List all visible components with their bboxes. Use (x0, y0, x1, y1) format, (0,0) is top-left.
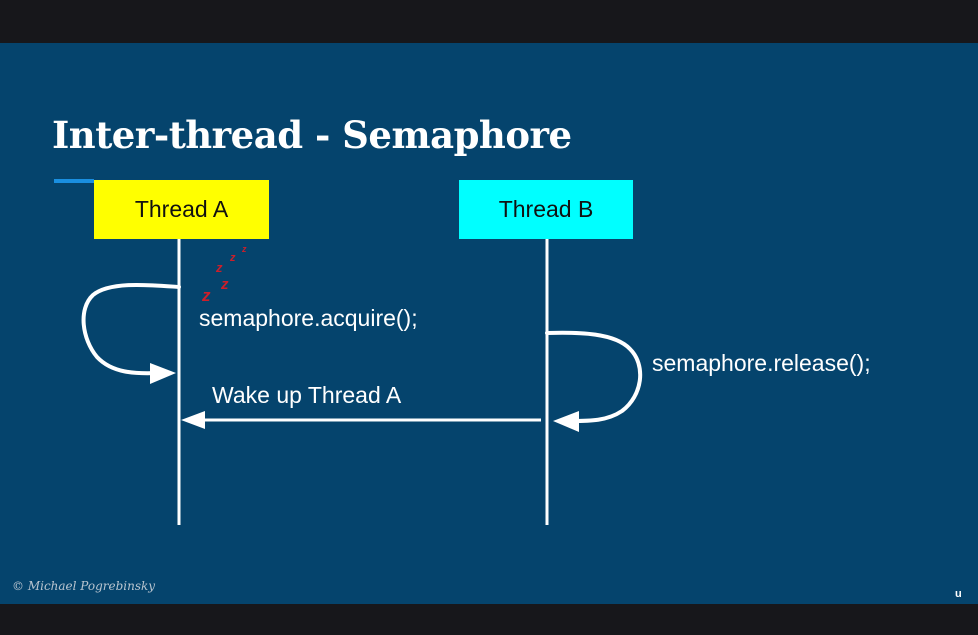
wake-message-arrowhead (181, 411, 205, 429)
copyright-notice: © Michael Pogrebinsky (12, 579, 156, 593)
acquire-arrowhead (150, 363, 176, 384)
svg-text:z: z (215, 260, 223, 275)
brand-logo: u (955, 588, 962, 600)
slide: Inter-thread - Semaphore Thread A Thread… (0, 43, 978, 604)
slide-title: Inter-thread - Semaphore (52, 113, 572, 157)
svg-text:z: z (201, 286, 211, 305)
wake-message-label: Wake up Thread A (212, 382, 402, 408)
letterbox-bottom (0, 604, 978, 635)
sleep-zzz-icon: z z z z z (201, 244, 247, 305)
svg-text:z: z (220, 276, 229, 293)
thread-a-label: Thread A (134, 196, 229, 222)
release-arrowhead (553, 411, 579, 432)
thread-b-label: Thread B (498, 196, 594, 222)
release-loop-arrow (545, 330, 643, 423)
thread-a-box: Thread A (94, 180, 269, 239)
title-underline (54, 179, 94, 183)
svg-text:z: z (229, 252, 236, 264)
acquire-call-label: semaphore.acquire(); (199, 305, 418, 331)
sequence-diagram: z z z z z (81, 239, 643, 525)
svg-text:z: z (241, 244, 247, 254)
thread-b-box: Thread B (459, 180, 633, 239)
letterbox-top (0, 0, 978, 43)
acquire-loop-arrow (81, 282, 181, 376)
release-call-label: semaphore.release(); (652, 350, 871, 376)
